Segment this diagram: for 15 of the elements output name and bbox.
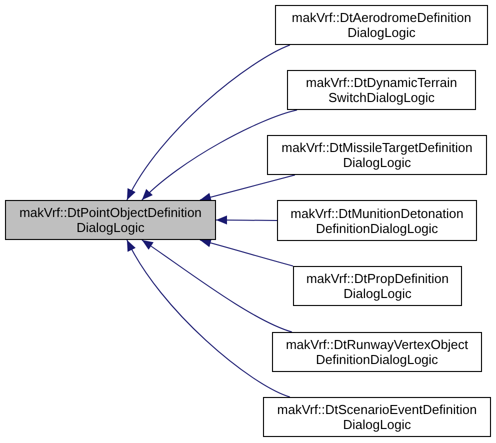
class-box: makVrf::DtPropDefinition DialogLogic: [293, 266, 462, 306]
inheritance-arrow: [126, 240, 290, 398]
inheritance-arrow: [141, 240, 292, 332]
inheritance-arrow: [141, 110, 298, 200]
class-box: makVrf::DtMissileTargetDefinition DialogLogic: [267, 135, 487, 175]
class-box: makVrf::DtPointObjectDefinition DialogLogic: [5, 200, 216, 240]
inheritance-arrow: [199, 238, 294, 266]
class-box: makVrf::DtScenarioEventDefinition DialogLogic: [263, 397, 491, 437]
inheritance-arrow: [199, 174, 296, 202]
class-box: makVrf::DtMunitionDetonation DefinitionDialogLogic: [277, 200, 477, 241]
inheritance-arrow: [126, 44, 290, 200]
class-box: makVrf::DtDynamicTerrain SwitchDialogLogic: [287, 70, 476, 110]
class-box: makVrf::DtAerodromeDefinition DialogLogic: [275, 5, 488, 45]
inheritance-arrow: [216, 216, 278, 225]
class-box: makVrf::DtRunwayVertexObject DefinitionDialogLogic: [272, 332, 482, 372]
